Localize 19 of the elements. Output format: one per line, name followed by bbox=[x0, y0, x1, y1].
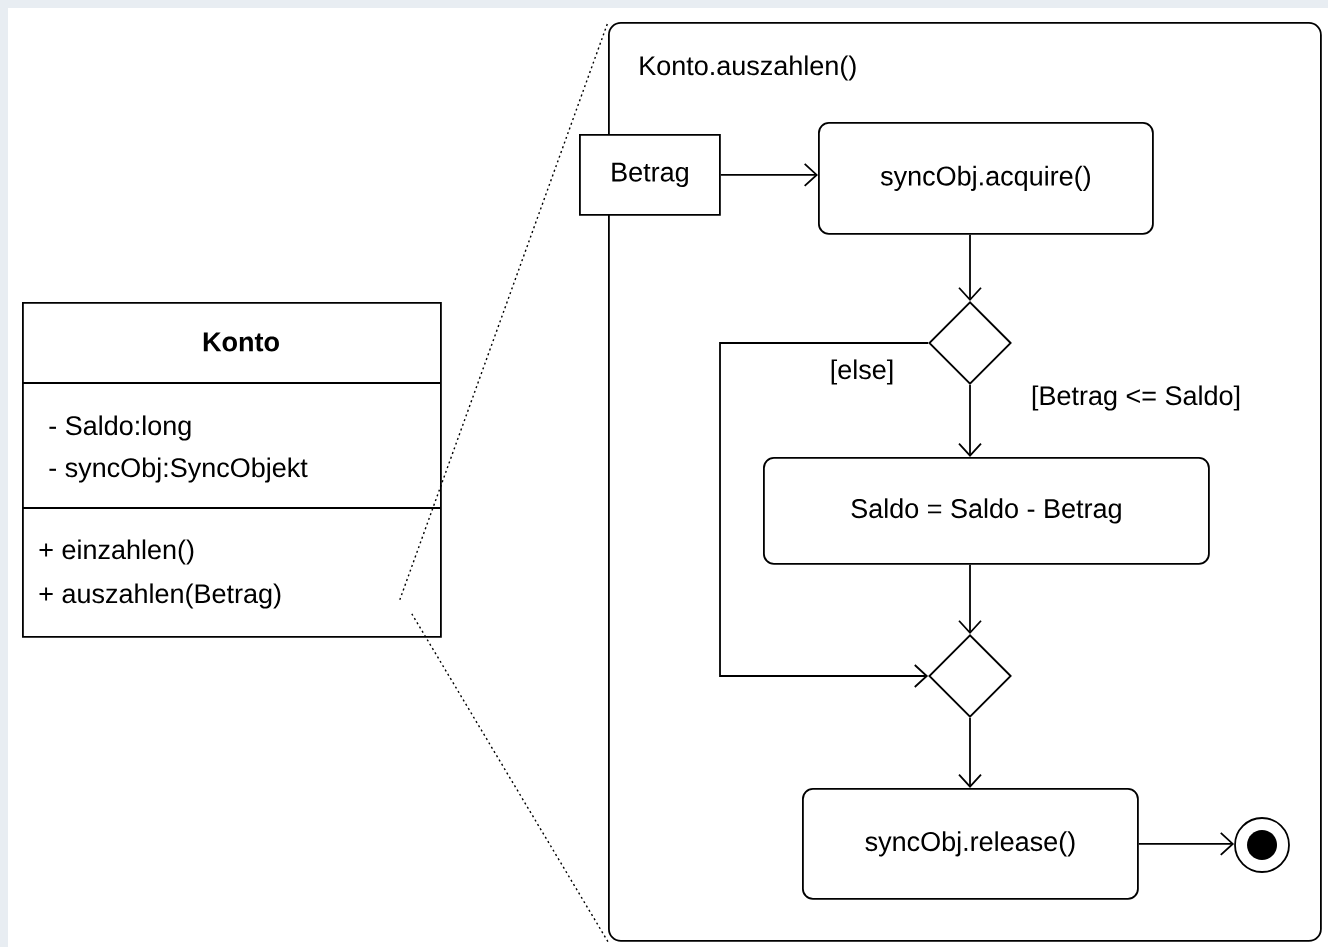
arrow bbox=[958, 233, 982, 302]
action-box: Saldo = Saldo - Betrag bbox=[763, 457, 1210, 565]
pin-box: Betrag bbox=[579, 134, 721, 216]
decision-diamond bbox=[928, 301, 1012, 385]
leader-line bbox=[411, 613, 609, 943]
class-box: Konto - Saldo:long - syncObj:SyncObjekt + einzahlen() + auszahlen(Betrag) bbox=[21, 302, 442, 638]
action-box: syncObj.acquire() bbox=[818, 122, 1154, 235]
decision-diamond bbox=[928, 634, 1012, 718]
arrow bbox=[958, 717, 982, 788]
final-node bbox=[1234, 817, 1290, 873]
action-box: syncObj.release() bbox=[802, 788, 1139, 900]
arrow bbox=[719, 163, 818, 187]
arrow bbox=[719, 342, 929, 688]
arrow bbox=[1137, 832, 1235, 856]
edge-label: [Betrag <= Saldo] bbox=[1028, 383, 1244, 413]
edge-label: [else] bbox=[827, 357, 897, 387]
leader-line bbox=[399, 21, 609, 601]
arrow bbox=[958, 563, 982, 635]
arrow bbox=[958, 384, 982, 457]
